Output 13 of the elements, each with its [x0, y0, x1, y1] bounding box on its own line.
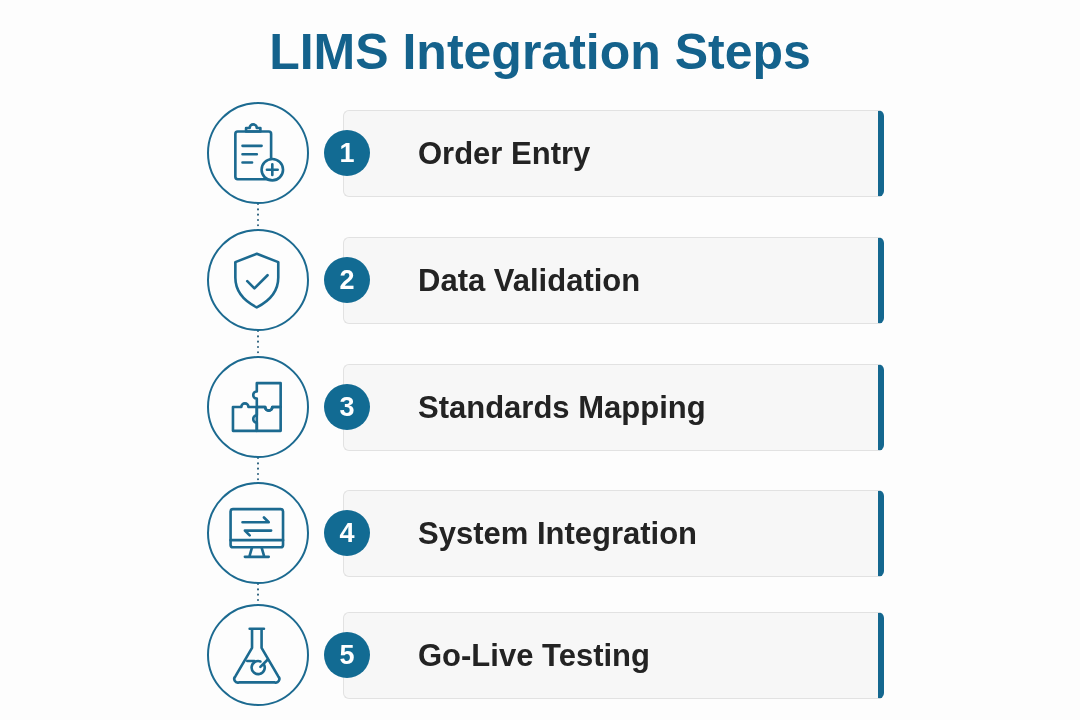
step-card — [343, 110, 884, 197]
step-label: Order Entry — [418, 135, 591, 172]
step-label: System Integration — [418, 515, 698, 552]
step-number-badge: 2 — [324, 257, 370, 303]
step-number-badge: 3 — [324, 384, 370, 430]
title: LIMS Integration Steps — [269, 23, 811, 82]
step-number-badge: 5 — [324, 632, 370, 678]
step-number-badge: 1 — [324, 130, 370, 176]
dotted-connector — [257, 457, 259, 483]
step-label: Data Validation — [418, 262, 641, 299]
step-label: Go-Live Testing — [418, 637, 650, 674]
step-number-badge: 4 — [324, 510, 370, 556]
step-label: Standards Mapping — [418, 389, 706, 426]
